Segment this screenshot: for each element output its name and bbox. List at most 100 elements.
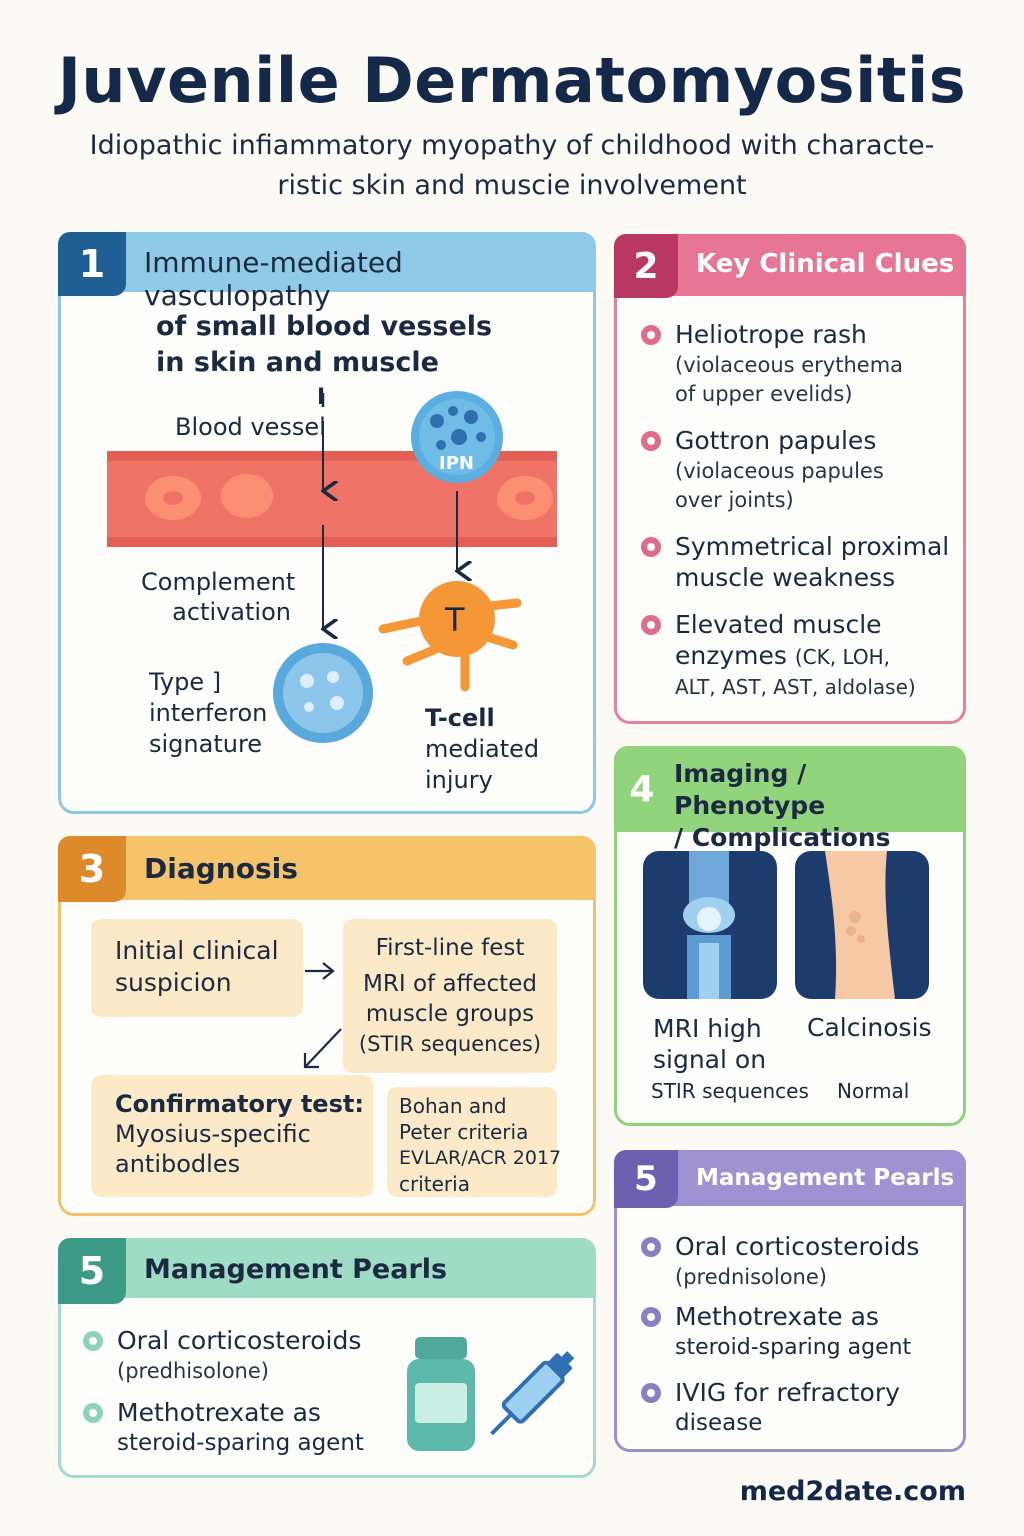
tick-label: I <box>317 385 326 410</box>
complement-line-1: Complement <box>141 568 296 596</box>
clue-3-line-1: Symmetrical proximal <box>675 532 950 561</box>
bullet-icon <box>641 1237 661 1257</box>
subtitle-line-2: ristic skin and muscie involvement <box>277 170 747 201</box>
interferon-label: Type ] interferon signature <box>149 667 267 760</box>
section-5-right-card: 5 Management Pearls Oral corticosteroids… <box>614 1150 966 1452</box>
first-line-box <box>343 919 557 1073</box>
calcinosis-label: Calcinosis <box>807 1013 932 1042</box>
clue-4-line-2: enzymes (CK, LOH, <box>675 640 965 673</box>
section-4-card: 4 Imaging / Phenotype / Complications MR… <box>614 746 966 1126</box>
tcell-line-3: injury <box>425 766 493 794</box>
complement-line-2: activation <box>172 598 291 626</box>
footer-brand: med2date.com <box>739 1476 966 1507</box>
clue-2-title: Gottron papules <box>675 426 877 455</box>
criteria-text: Bohan and Peter criteria EVLAR/ACR 2017 … <box>399 1093 561 1197</box>
right-pearl-2: Methotrexate as steroid-sparing agent <box>675 1301 911 1363</box>
left-pearl-2: Methotrexate as steroid-sparing agent <box>117 1397 364 1459</box>
box4-line-1: Bohan and <box>399 1094 507 1118</box>
bullet-icon <box>83 1403 103 1423</box>
suspicion-text: Initial clinical suspicion <box>115 935 279 999</box>
intro-line-2: in skin and muscle <box>156 347 439 378</box>
interferon-line-1: Type ] <box>149 668 222 696</box>
clue-4-sub: ALT, AST, AST, aldolase) <box>675 675 916 699</box>
complement-label: Complement activation <box>141 567 296 627</box>
section-5-left-number: 5 <box>58 1238 126 1304</box>
clue-1-sub-2: of upper evelids) <box>675 382 853 406</box>
box4-line-4: criteria <box>399 1172 470 1196</box>
section-5-left-card: 5 Management Pearls Oral corticosteroids… <box>58 1238 596 1478</box>
right-pearl-3-line-1: IVIG for refractory <box>675 1378 900 1407</box>
section-5-left-header: 5 Management Pearls <box>58 1238 596 1304</box>
section-3-number: 3 <box>58 836 126 902</box>
mri-label: MRI high signal on <box>653 1013 766 1075</box>
section-1-card: 1 Immune-mediated vasculopathy of small … <box>58 232 596 814</box>
arrow-right-icon <box>305 962 335 980</box>
box3-line-3: antibodles <box>115 1150 241 1178</box>
box3-line-1: Confirmatory test: <box>115 1090 364 1118</box>
left-pearl-2-line-1: Methotrexate as <box>117 1398 321 1427</box>
mri-line-1: MRI high <box>653 1014 762 1043</box>
box2-line-4: (STIR sequences) <box>358 1032 542 1056</box>
criteria-box <box>387 1087 557 1197</box>
tcell-line-2: mediated <box>425 735 540 763</box>
section-1-intro: of small blood vessels in skin and muscl… <box>156 309 492 381</box>
clue-2-sub: (violaceous papules over joints) <box>675 457 884 515</box>
first-line-text: First-line fest MRI of affected muscle g… <box>343 933 557 1059</box>
subtitle-line-1: Idiopathic infiammatory myopathy of chil… <box>89 130 935 161</box>
calcinosis-image <box>795 851 929 999</box>
t-letter: T <box>445 601 465 639</box>
left-pearl-2-line-2: steroid-sparing agent <box>117 1430 364 1456</box>
bullet-icon <box>641 431 661 451</box>
section-4-heading-2: / Complications <box>674 823 891 852</box>
section-5-left-heading: Management Pearls <box>144 1254 448 1285</box>
confirmatory-box <box>91 1075 373 1197</box>
mri-line-2: signal on <box>653 1045 767 1074</box>
box1-line-2: suspicion <box>115 968 232 997</box>
bullet-icon <box>641 615 661 635</box>
right-pearl-1-sub: (prednisolone) <box>675 1265 827 1289</box>
confirmatory-text: Confirmatory test: Myosius-specific anti… <box>115 1089 364 1179</box>
section-4-number: 4 <box>614 746 670 832</box>
right-pearl-3: IVIG for refractory disease <box>675 1377 900 1439</box>
bullet-icon <box>641 1383 661 1403</box>
box2-line-3: muscle groups <box>365 1001 535 1027</box>
medication-bottle-icon <box>407 1337 475 1451</box>
diagnosis-arrows <box>303 962 342 1069</box>
bullet-icon <box>641 325 661 345</box>
subtitle: Idiopathic infiammatory myopathy of chil… <box>60 126 964 206</box>
section-1-number: 1 <box>58 232 126 296</box>
arrow-down-left-icon <box>303 1028 342 1069</box>
blood-vessel-label: Blood vessel <box>175 413 326 441</box>
section-2-number: 2 <box>614 234 678 298</box>
box1-line-1: Initial clinical <box>115 936 279 965</box>
clue-2-sub-1: (violaceous papules <box>675 459 884 483</box>
mri-knee-image <box>643 851 777 999</box>
right-pearl-2-line-2: steroid-sparing agent <box>675 1335 912 1360</box>
section-4-heading-1: Imaging / Phenotype <box>674 759 826 820</box>
right-pearl-3-line-2: disease <box>675 1410 763 1436</box>
section-4-heading: Imaging / Phenotype / Complications <box>674 758 966 854</box>
bullet-icon <box>83 1331 103 1351</box>
tcell-line-1: T-cell <box>425 704 495 732</box>
box2-line-1: First-line fest <box>375 935 525 961</box>
clue-4-title: Elevated muscle enzymes (CK, LOH, <box>675 609 965 673</box>
bullet-icon <box>641 537 661 557</box>
section-5-right-number: 5 <box>614 1150 678 1208</box>
red-blood-cells <box>145 474 553 520</box>
tcell-label: T-cell mediated injury <box>425 703 539 796</box>
right-pearl-1: Oral corticosteroids <box>675 1232 920 1261</box>
left-pearl-1-sub: (predhisolone) <box>117 1359 269 1383</box>
box4-line-3: EVLAR/ACR 2017 <box>399 1147 562 1169</box>
suspicion-box <box>91 919 303 1017</box>
clue-3-title: Symmetrical proximal muscle weakness <box>675 531 949 593</box>
vasculopathy-diagram <box>107 391 557 743</box>
box3-line-2: Myosius-specific <box>115 1120 311 1148</box>
intro-line-1: of small blood vessels <box>156 311 493 342</box>
section-2-header: 2 Key Clinical Clues <box>614 234 966 298</box>
section-3-card: 3 Diagnosis Initial clinical suspicion F… <box>58 836 596 1216</box>
section-3-header: 3 Diagnosis <box>58 836 596 902</box>
section-2-heading: Key Clinical Clues <box>696 249 955 279</box>
clue-4-enzymes-list: (CK, LOH, <box>794 645 891 669</box>
clue-3-line-2: muscle weakness <box>675 563 896 592</box>
section-1-header: 1 Immune-mediated vasculopathy <box>58 232 596 312</box>
